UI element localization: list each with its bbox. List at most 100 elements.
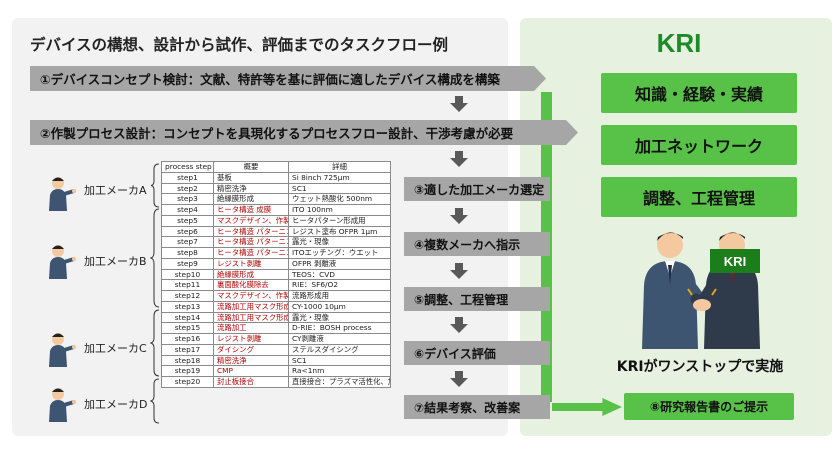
step-4-instruct-makers: ④複数メーカへ指示 [404, 232, 550, 256]
cell-detail: レジスト塗布 OFPR 1μm [288, 225, 391, 238]
down-arrow-icon [450, 263, 468, 279]
bracket-maker-a [150, 163, 160, 208]
kri-strength-management: 調整、工程管理 [601, 177, 797, 217]
cell-step: step8 [161, 247, 214, 259]
cell-detail: ITO 100nm [288, 204, 391, 216]
person-pointing-icon [49, 245, 76, 279]
kri-one-stop-statement: KRIがワンストップで実施 [616, 359, 784, 375]
cell-step: step2 [161, 182, 214, 195]
cell-step: step14 [161, 311, 214, 324]
table-header-row: process step 概要 詳細 [161, 161, 391, 173]
cell-detail: ステルスダイシング [288, 343, 391, 356]
cell-summary: 精密洗浄 [213, 354, 289, 367]
cell-step: step5 [161, 214, 214, 227]
col-header-detail: 詳細 [288, 161, 391, 173]
cell-summary: 基板 [213, 171, 289, 184]
cell-summary: 流路加工用マスク形成 [213, 300, 289, 313]
bracket-maker-c [150, 309, 160, 377]
cell-detail: ウェット熱酸化 500nm [288, 193, 391, 205]
cell-summary: 裏面酸化膜除去 [213, 279, 289, 291]
maker-b-label: 加工メーカB [84, 255, 147, 268]
person-pointing-icon [49, 177, 76, 211]
cell-summary: ヒータ構造 パターニング [213, 236, 289, 248]
cell-detail: 露光・現像 [288, 236, 391, 248]
bracket-maker-b [150, 208, 160, 308]
cell-summary: 流路加工 [213, 322, 289, 334]
cell-step: step16 [161, 333, 214, 345]
cell-detail: 露光・現像 [288, 311, 391, 324]
maker-d-label: 加工メーカD [84, 398, 148, 411]
cell-summary: 流路加工用マスク形成 [213, 311, 289, 324]
cell-summary: ヒータ構造 パターニング [213, 247, 289, 259]
cell-summary: ダイシング [213, 343, 289, 356]
cell-step: step1 [161, 171, 214, 184]
cell-summary: CMP [213, 365, 289, 377]
cell-summary: マスクデザイン、作製 [213, 214, 289, 227]
bracket-maker-d [150, 378, 160, 424]
step-5-coordination: ⑤調整、工程管理 [404, 287, 550, 311]
cell-detail: CY剥離液 [288, 333, 391, 345]
cell-detail: RIE：SF6/O2 [288, 279, 391, 291]
cell-step: step10 [161, 268, 214, 281]
cell-detail: ヒータパターン形成用 [288, 214, 391, 227]
col-header-step: process step [161, 161, 214, 173]
down-arrow-icon [450, 151, 468, 167]
cell-detail: OFPR 剥離液 [288, 257, 391, 270]
cell-step: step12 [161, 290, 214, 302]
cell-detail: SC1 [288, 182, 391, 195]
person-pointing-icon [49, 388, 76, 422]
kri-heading: KRI [656, 28, 702, 58]
diagram-title: デバイスの構想、設計から試作、評価までのタスクフロー例 [30, 36, 449, 54]
cell-summary: マスクデザイン、作製 [213, 290, 289, 302]
handshake-illustration [642, 232, 760, 349]
kri-badge: KRI [723, 253, 747, 269]
cell-detail: 流路形成用 [288, 290, 391, 302]
cell-summary: 封止板接合 [213, 376, 289, 388]
cell-summary: ヒータ構造 パターニング [213, 225, 289, 238]
step-3-maker-selection: ③適した加工メーカ選定 [404, 177, 550, 201]
cell-step: step17 [161, 343, 214, 356]
cell-detail: Ra<1nm [288, 365, 391, 377]
kri-strength-knowledge: 知識・経験・実績 [601, 73, 797, 113]
cell-summary: レジスト剥離 [213, 333, 289, 345]
cell-step: step19 [161, 365, 214, 377]
cell-step: step9 [161, 257, 214, 270]
cell-summary: 絶縁膜形成 [213, 193, 289, 205]
cell-step: step20 [161, 376, 214, 388]
cell-summary: 絶縁膜形成 [213, 268, 289, 281]
cell-step: step7 [161, 236, 214, 248]
cell-detail: D-RIE：BOSH process [288, 322, 391, 334]
down-arrow-icon [450, 96, 468, 112]
cell-detail: TEOS：CVD [288, 268, 391, 281]
step-6-device-evaluation: ⑥デバイス評価 [404, 341, 550, 365]
cell-detail: 直接接合：プラズマ活性化、加圧 [288, 376, 391, 388]
cell-summary: レジスト剥離 [213, 257, 289, 270]
cell-step: step13 [161, 300, 214, 313]
col-header-summary: 概要 [213, 161, 289, 173]
step-7-analysis: ⑦結果考察、改善案 [404, 395, 550, 419]
kri-strength-network: 加工ネットワーク [601, 125, 797, 165]
cell-step: step18 [161, 354, 214, 367]
cell-step: step4 [161, 204, 214, 216]
maker-c-label: 加工メーカC [84, 342, 147, 355]
down-arrow-icon [450, 208, 468, 224]
cell-detail: SC1 [288, 354, 391, 367]
down-arrow-icon [450, 371, 468, 387]
